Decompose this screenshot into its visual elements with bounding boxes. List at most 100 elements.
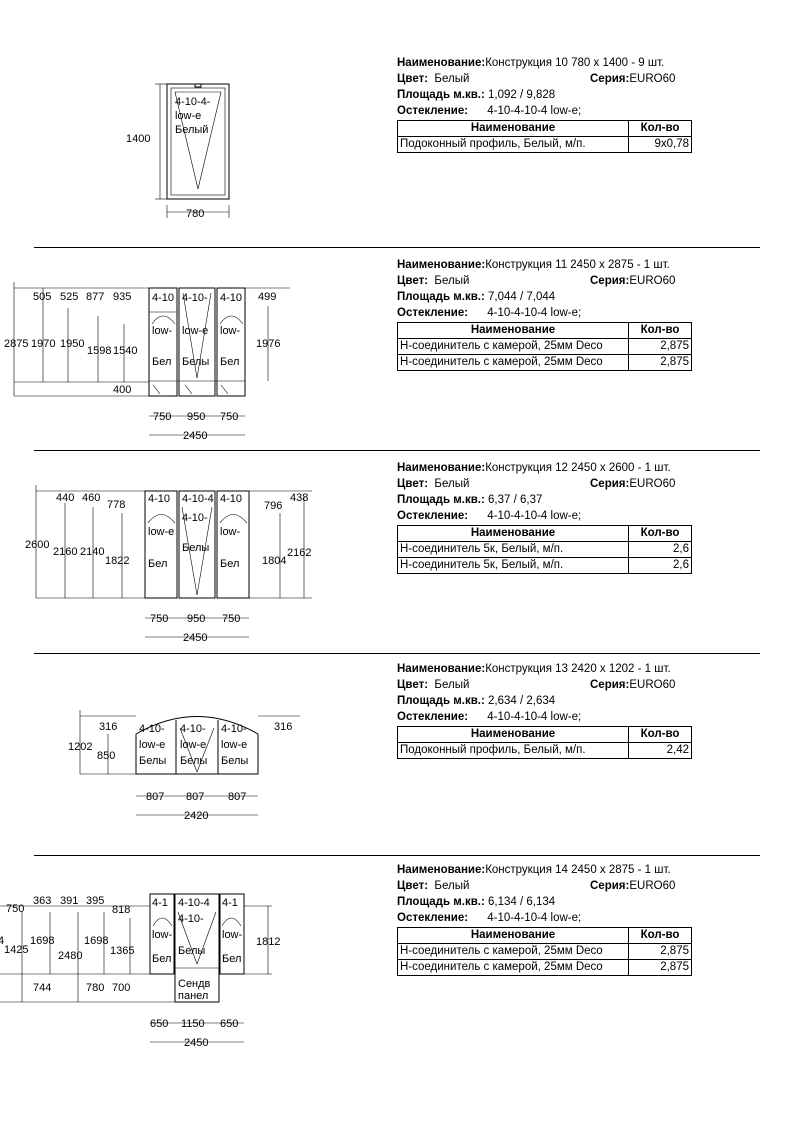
- pane-label: 4-10: [148, 493, 170, 505]
- dim-right: 1976: [256, 338, 280, 350]
- construction-13-info: Наименование:Конструкция 13 2420 x 1202 …: [397, 661, 692, 759]
- arch-ornament: [219, 315, 244, 325]
- window-frame-arched: [135, 716, 259, 775]
- row-item: Н-соединитель с камерой, 25мм Deco: [397, 943, 629, 960]
- construction-11-info: Наименование:Конструкция 11 2450 x 2875 …: [397, 257, 692, 371]
- area-label: Площадь м.кв.:: [397, 291, 485, 303]
- dim-bottom: 750: [153, 411, 171, 423]
- color-value: Белый: [434, 679, 470, 691]
- glazing-value: 4-10-4-10-4 low-e;: [487, 711, 582, 723]
- pane-label: 4-10-: [178, 913, 204, 925]
- construction-10-info: Наименование:Конструкция 10 780 x 1400 -…: [397, 55, 692, 153]
- dim-bottom: 807: [146, 791, 164, 803]
- dim-left: 1970: [31, 338, 55, 350]
- series-label: Серия:: [590, 880, 630, 892]
- pane-label: 4-10-4: [178, 897, 210, 909]
- hatch: [184, 384, 193, 395]
- window-frame-right: [216, 287, 246, 397]
- row-item: Н-соединитель 5к, Белый, м/п.: [397, 557, 629, 574]
- glazing-label: Остекление:: [397, 105, 469, 117]
- row-qty: 2,875: [628, 354, 692, 371]
- opening-line: [179, 727, 198, 773]
- dim-total: 2450: [183, 430, 207, 442]
- pane-label: Белый: [175, 124, 208, 136]
- pane-label: Белы: [180, 755, 207, 767]
- dim-left: 1698: [30, 935, 54, 947]
- pane-label: 4-10: [220, 292, 242, 304]
- color-value: Белый: [434, 880, 470, 892]
- window-sash: [170, 87, 226, 196]
- dim-left: 1598: [87, 345, 111, 357]
- series-value: EURO60: [629, 275, 676, 287]
- header-qty: Кол-во: [628, 525, 692, 542]
- construction-name: Конструкция 12 2450 x 2600 - 1 шт.: [485, 462, 671, 474]
- series-label: Серия:: [590, 478, 630, 490]
- section-divider: [34, 247, 760, 248]
- construction-10-drawing: 4-10-4- low-e Белый 1400 780: [126, 83, 230, 220]
- dim-left: 2600: [25, 539, 49, 551]
- area-label: Площадь м.кв.:: [397, 695, 485, 707]
- dim-mid: 780: [86, 982, 104, 994]
- dim-top: 391: [60, 895, 78, 907]
- construction-12: 4-10 4-10-4 4-10 low-e 4-10- low- Белы Б…: [0, 451, 794, 653]
- pane-label: Бел: [220, 558, 239, 570]
- dim-left: 1950: [60, 338, 84, 350]
- row-item: Н-соединитель 5к, Белый, м/п.: [397, 541, 629, 558]
- row-qty: 9x0,78: [628, 136, 692, 153]
- row-item: Н-соединитель с камерой, 25мм Deco: [397, 338, 629, 355]
- row-qty: 2,875: [628, 943, 692, 960]
- pane-label: low-e: [148, 526, 174, 538]
- pane-label: low-: [220, 526, 241, 538]
- pane-label: 4-10: [220, 493, 242, 505]
- header-name: Наименование: [397, 120, 629, 137]
- dim-mid: 744: [33, 982, 51, 994]
- series-label: Серия:: [590, 275, 630, 287]
- color-label: Цвет:: [397, 478, 429, 490]
- pane-label: 4-1: [222, 897, 238, 909]
- glazing-label: Остекление:: [397, 307, 469, 319]
- area-label: Площадь м.кв.:: [397, 896, 485, 908]
- header-qty: Кол-во: [628, 726, 692, 743]
- hatch: [220, 384, 229, 395]
- construction-11: 4-10 4-10- 4-10 low- low-e low- Бел Белы…: [0, 248, 794, 451]
- pane-label: Бел: [222, 953, 241, 965]
- name-label: Наименование:: [397, 462, 486, 474]
- opening-line: [177, 911, 198, 965]
- header-name: Наименование: [397, 525, 629, 542]
- construction-10: 4-10-4- low-e Белый 1400 780 Наименовани…: [0, 0, 794, 248]
- header-qty: Кол-во: [628, 322, 692, 339]
- dim-top: 778: [107, 499, 125, 511]
- window-frame-right: [219, 893, 245, 975]
- pane-label: low-: [152, 929, 173, 941]
- dim-top: 395: [86, 895, 104, 907]
- area-label: Площадь м.кв.:: [397, 494, 485, 506]
- dim-left: 1365: [110, 945, 134, 957]
- area-value: 2,634 / 2,634: [488, 695, 556, 707]
- dim-bottom: 650: [150, 1018, 168, 1030]
- arch-ornament: [151, 315, 176, 325]
- dim-right: 1812: [256, 936, 280, 948]
- section-divider: [34, 450, 760, 451]
- dim-bottom: 950: [187, 411, 205, 423]
- opening-line: [196, 727, 215, 773]
- glazing-label: Остекление:: [397, 510, 469, 522]
- pane-label: Белы: [182, 356, 209, 368]
- header-name: Наименование: [397, 322, 629, 339]
- color-label: Цвет:: [397, 679, 429, 691]
- arch-ornament: [221, 917, 242, 927]
- construction-13: 4-10- 4-10- 4-10- low-e low-e low-e Белы…: [0, 654, 794, 855]
- dim-left: 2480: [58, 950, 82, 962]
- table-row: Подоконный профиль, Белый, м/п.2,42: [397, 742, 692, 759]
- pane-label: 4-1: [152, 897, 168, 909]
- dim-bottom: 807: [228, 791, 246, 803]
- construction-name: Конструкция 14 2450 x 2875 - 1 шт.: [485, 864, 671, 876]
- glazing-value: 4-10-4-10-4 low-e;: [487, 912, 582, 924]
- construction-14-info: Наименование:Конструкция 14 2450 x 2875 …: [397, 862, 692, 976]
